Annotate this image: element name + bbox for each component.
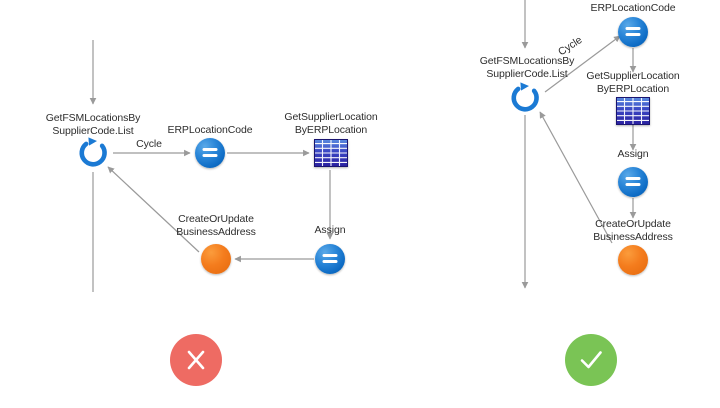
right-create-label-line1: CreateOrUpdate (595, 218, 671, 230)
left-create-label-line1: CreateOrUpdate (178, 213, 254, 225)
left-assign-label-line1: Assign (314, 224, 346, 236)
right-node-lookup-label: GetSupplierLocation ByERPLocation (570, 70, 696, 95)
right-node-loop-label: GetFSMLocationsBy SupplierCode.List (447, 55, 607, 80)
right-node-lookup[interactable] (616, 97, 650, 125)
left-node-erp[interactable] (195, 138, 225, 168)
equals-circle-icon (625, 27, 641, 30)
equals-circle-icon (625, 177, 641, 180)
right-node-create-label: CreateOrUpdate BusinessAddress (569, 218, 697, 243)
left-node-erp-label: ERPLocationCode (152, 124, 268, 137)
equals-icon-bar2 (202, 154, 218, 157)
left-erp-label-line1: ERPLocationCode (167, 124, 253, 136)
table-grid-icon (314, 139, 348, 167)
right-node-assign-label: Assign (593, 148, 673, 161)
check-icon (580, 351, 602, 369)
left-edge-label-cycle: Cycle (136, 138, 162, 150)
equals-icon-bar2 (322, 260, 338, 263)
left-node-lookup[interactable] (314, 139, 348, 167)
right-node-erp[interactable] (618, 17, 648, 47)
left-node-create[interactable] (201, 244, 231, 274)
right-loop-label-line2: SupplierCode.List (486, 67, 568, 80)
equals-circle-icon (322, 254, 338, 257)
left-loop-label-line2: SupplierCode.List (52, 124, 134, 137)
right-erp-label-line1: ERPLocationCode (590, 2, 676, 14)
equals-icon-bar2 (625, 33, 641, 36)
right-node-erp-label: ERPLocationCode (575, 2, 691, 15)
left-node-assign[interactable] (315, 244, 345, 274)
loop-arrow-icon (511, 82, 539, 112)
table-grid-icon (616, 97, 650, 125)
left-node-create-label: CreateOrUpdate BusinessAddress (152, 213, 280, 238)
right-assign-label-line1: Assign (617, 148, 649, 160)
right-lookup-label-line1: GetSupplierLocation (586, 70, 680, 82)
left-create-label-line2: BusinessAddress (176, 225, 256, 238)
left-node-loop-label: GetFSMLocationsBy SupplierCode.List (13, 112, 173, 137)
left-node-lookup-label: GetSupplierLocation ByERPLocation (268, 111, 394, 136)
x-icon (187, 350, 205, 370)
right-node-assign[interactable] (618, 167, 648, 197)
left-loop-label-line1: GetFSMLocationsBy (45, 112, 141, 124)
right-node-loop[interactable] (507, 80, 543, 116)
left-node-loop[interactable] (75, 135, 111, 171)
loop-arrow-icon (79, 137, 107, 167)
equals-circle-icon (202, 148, 218, 151)
left-node-assign-label: Assign (290, 224, 370, 237)
right-create-label-line2: BusinessAddress (593, 230, 673, 243)
right-node-create[interactable] (618, 245, 648, 275)
right-lookup-label-line2: ByERPLocation (596, 82, 670, 95)
verdict-badge-incorrect (170, 334, 222, 386)
left-lookup-label-line2: ByERPLocation (294, 123, 368, 136)
right-loop-label-line1: GetFSMLocationsBy (479, 55, 575, 67)
verdict-badge-correct (565, 334, 617, 386)
left-lookup-label-line1: GetSupplierLocation (284, 111, 378, 123)
equals-icon-bar2 (625, 183, 641, 186)
